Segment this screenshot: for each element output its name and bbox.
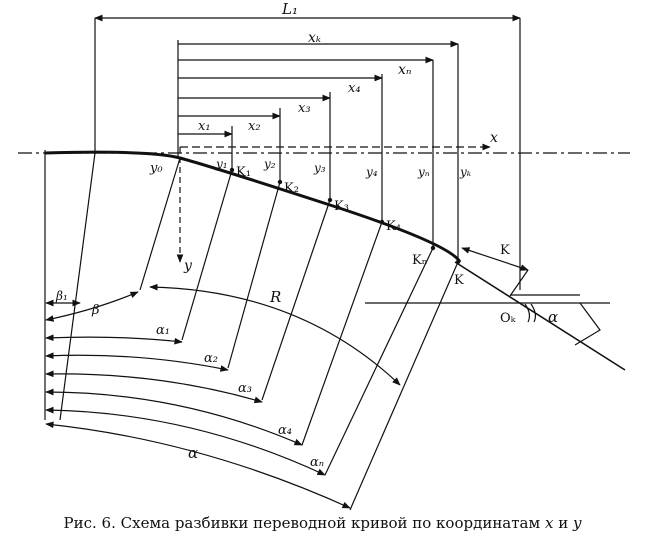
label-Ok: Oₖ — [500, 311, 517, 326]
label-K-seg: K — [500, 243, 510, 258]
label-alpha2: α₂ — [204, 351, 218, 366]
arc-R — [149, 283, 401, 386]
label-x-axis: x — [490, 130, 498, 146]
point-k — [455, 259, 461, 265]
label-alpha1: α₁ — [156, 323, 170, 338]
point-k3 — [327, 197, 333, 203]
label-alphan: αₙ — [310, 455, 324, 470]
radial-line — [139, 157, 181, 291]
label-y2: y₂ — [263, 157, 276, 171]
frog-angle-arc — [524, 303, 531, 323]
label-K4: K₄ — [386, 219, 401, 234]
arc-alpha4 — [45, 388, 303, 446]
k-segment-tick — [509, 269, 529, 297]
radial-line — [227, 181, 281, 369]
frog-wing — [574, 302, 601, 346]
arc-alphan — [45, 406, 326, 476]
label-y3: y₃ — [313, 161, 326, 175]
label-x2: x₂ — [248, 119, 261, 134]
label-xk: xₖ — [308, 30, 321, 46]
transition-curve — [44, 150, 462, 263]
point-k4 — [379, 219, 385, 225]
label-alpha4: α₄ — [278, 423, 292, 438]
point-kn — [430, 245, 436, 251]
label-K: K — [454, 273, 464, 288]
label-alpha: α — [188, 444, 198, 462]
label-x3: x₃ — [298, 101, 311, 116]
label-R: R — [269, 288, 281, 306]
caption-text: Рис. 6. Схема разбивки переводной кривой… — [63, 514, 541, 532]
label-y-axis: y — [183, 258, 193, 274]
point-k2 — [277, 179, 283, 185]
arc-beta — [45, 291, 139, 322]
arc-alpha3 — [45, 370, 263, 404]
label-l1: L₁ — [281, 0, 298, 18]
label-x4: x₄ — [348, 81, 361, 96]
caption-var-y: y — [572, 514, 582, 532]
radial-line — [181, 169, 233, 341]
label-beta: β — [91, 303, 100, 318]
label-alpha3: α₃ — [238, 381, 252, 396]
label-Kn: Kₙ — [412, 253, 427, 268]
arc-alpha2 — [45, 352, 229, 372]
figure-caption: Рис. 6. Схема разбивки переводной кривой… — [0, 514, 645, 532]
label-K3: K₃ — [334, 199, 349, 214]
label-y0: y₀ — [149, 161, 163, 176]
label-y4: y₄ — [365, 165, 378, 179]
label-K1: K₁ — [236, 165, 251, 180]
radial-line — [349, 261, 459, 511]
label-yk: yₖ — [459, 165, 472, 179]
label-y1: y₁ — [215, 157, 228, 171]
point-k1 — [229, 167, 235, 173]
frog-line — [454, 261, 626, 371]
frog-angle-arc-2 — [530, 303, 537, 323]
caption-conj: и — [558, 514, 569, 532]
radial-line — [59, 152, 96, 421]
arc-alpha — [45, 421, 351, 509]
label-yn: yₙ — [417, 165, 430, 179]
radial-line — [301, 221, 383, 446]
label-beta1: β₁ — [55, 289, 68, 303]
label-xn: xₙ — [398, 62, 412, 78]
radial-line — [324, 247, 434, 476]
k-segment-line — [461, 247, 529, 271]
label-K2: K₂ — [284, 181, 299, 196]
label-x1: x₁ — [198, 119, 211, 134]
label-alpha-frog: α — [548, 308, 558, 326]
caption-var-x: x — [544, 514, 554, 532]
